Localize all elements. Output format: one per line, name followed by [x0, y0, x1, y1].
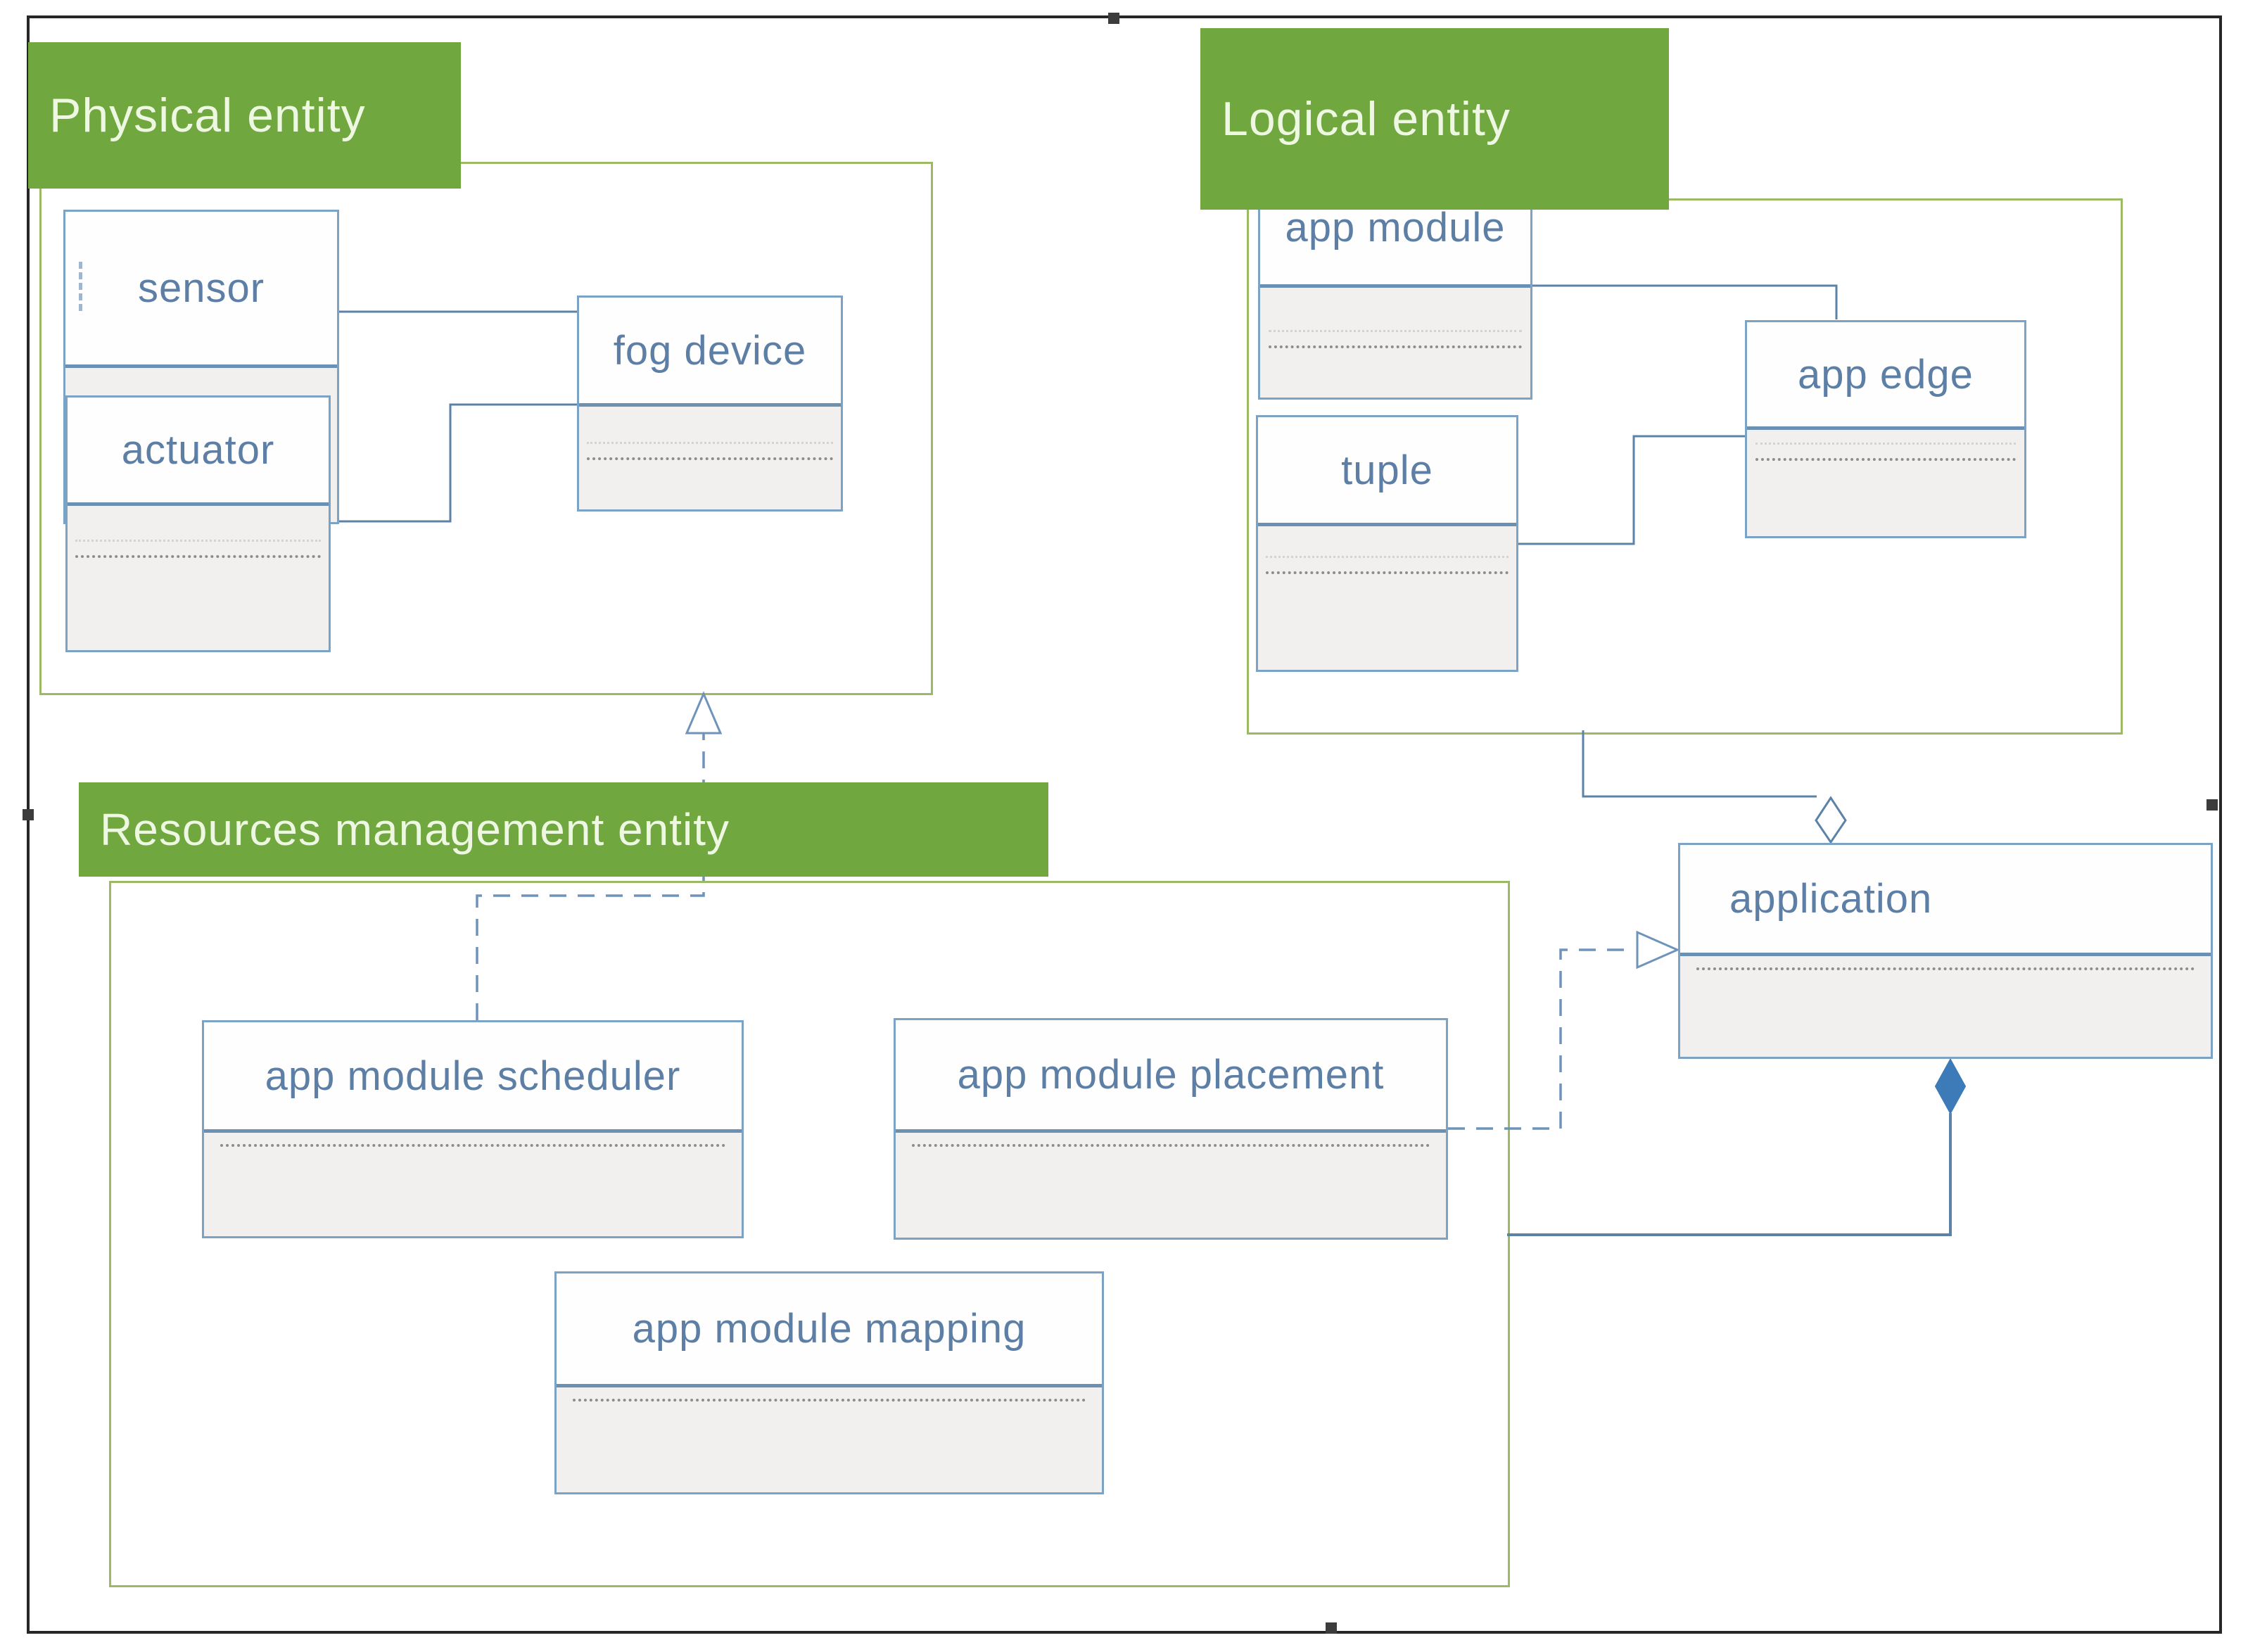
divider-dotted: [573, 1399, 1086, 1402]
class-title-actuator: actuator: [68, 398, 329, 506]
class-box-app-edge[interactable]: app edge: [1745, 320, 2026, 538]
class-title-app-edge: app edge: [1747, 322, 2024, 430]
class-box-app-module-scheduler[interactable]: app module scheduler: [202, 1020, 744, 1238]
selection-handle-right[interactable]: [2206, 799, 2218, 811]
group-physical-entity[interactable]: [39, 162, 933, 695]
group-logical-entity[interactable]: [1247, 198, 2123, 735]
divider-dotted: [1755, 458, 2017, 461]
class-box-actuator[interactable]: actuator: [65, 395, 331, 652]
class-body-actuator: [68, 506, 329, 650]
group-label-physical-entity[interactable]: Physical entity: [28, 42, 461, 189]
divider-dotted: [912, 1144, 1430, 1147]
class-body-app-module: [1260, 288, 1530, 398]
filled-diamond-icon: [1934, 1057, 1967, 1115]
class-body-app-module-mapping: [557, 1387, 1102, 1492]
class-title-app-module-mapping: app module mapping: [557, 1273, 1102, 1387]
open-triangle-arrow-icon: [685, 691, 723, 735]
selection-handle-left[interactable]: [23, 809, 34, 820]
class-body-application: [1680, 956, 2211, 1057]
selection-handle-bottom[interactable]: [1326, 1622, 1337, 1634]
group-label-logical-entity[interactable]: Logical entity: [1200, 28, 1669, 210]
class-box-app-module-placement[interactable]: app module placement: [894, 1018, 1448, 1240]
generalization-resources-physical: [476, 733, 705, 1020]
class-title-app-module-placement: app module placement: [896, 1020, 1446, 1133]
divider-dotted: [587, 457, 833, 460]
divider-dotted: [1268, 345, 1523, 348]
open-diamond-icon: [1815, 796, 1847, 844]
class-box-tuple[interactable]: tuple: [1256, 415, 1518, 672]
divider-dotted: [1696, 967, 2195, 970]
class-title-app-module-scheduler: app module scheduler: [204, 1022, 742, 1133]
association-actuator-fog-device: [331, 403, 577, 523]
association-app-module-app-edge: [1532, 284, 1838, 319]
class-title-sensor: sensor: [65, 212, 337, 368]
composition-application-resources: [1507, 1113, 1952, 1236]
realization-placement-application: [1448, 948, 1635, 1130]
divider-dotted: [1266, 571, 1509, 574]
divider-dotted: [75, 555, 321, 558]
association-tuple-app-edge: [1518, 435, 1745, 545]
divider-dotted: [587, 442, 833, 444]
divider-dotted: [1266, 556, 1509, 558]
class-box-application[interactable]: application: [1678, 843, 2213, 1059]
class-title-application: application: [1680, 845, 2211, 956]
aggregation-logical-entity-application: [1582, 730, 1817, 798]
divider-dotted: [1755, 443, 2017, 445]
class-body-app-module-scheduler: [204, 1133, 742, 1236]
divider-dotted: [1268, 330, 1523, 332]
class-box-app-module-mapping[interactable]: app module mapping: [554, 1271, 1104, 1494]
page-border: [27, 15, 2222, 1634]
divider-dotted: [220, 1144, 726, 1147]
group-label-resources-management-entity[interactable]: Resources management entity: [79, 782, 1048, 877]
divider-dotted: [75, 540, 321, 542]
class-title-tuple: tuple: [1258, 417, 1516, 526]
class-body-app-module-placement: [896, 1133, 1446, 1238]
class-title-fog-device: fog device: [579, 298, 841, 407]
class-box-fog-device[interactable]: fog device: [577, 296, 843, 512]
selection-handle-top[interactable]: [1108, 13, 1119, 24]
open-triangle-arrow-icon: [1636, 930, 1680, 970]
connection-point-mark: [79, 262, 82, 311]
class-body-app-edge: [1747, 430, 2024, 536]
class-body-fog-device: [579, 407, 841, 509]
class-body-tuple: [1258, 526, 1516, 670]
